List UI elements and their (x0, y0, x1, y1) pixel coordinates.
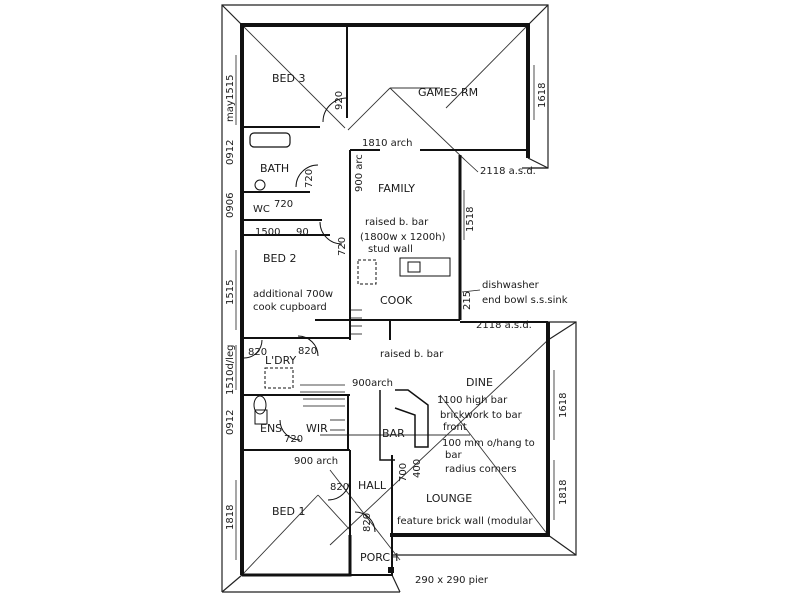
note-feature-wall: feature brick wall (modular (397, 516, 533, 527)
dim-door-bed2: 720 (337, 237, 348, 256)
dim-robe-1500: 1500 (255, 227, 280, 238)
note-cupboard-1: additional 700w (253, 289, 333, 300)
dim-robe-90: 90 (296, 227, 309, 238)
room-label-laundry: L'DRY (265, 354, 297, 367)
hip-lines (241, 24, 549, 576)
dim-door-ldry-1: 820 (248, 347, 267, 358)
note-900-arch-hall: 900arch (352, 378, 393, 389)
dim-door-ens: 720 (284, 434, 303, 445)
note-bar: bar (445, 450, 462, 461)
note-asd-dine: 2118 a.s.d. (476, 320, 532, 331)
dim-games: 1618 (537, 83, 548, 108)
room-label-dine: DINE (466, 376, 493, 389)
dim-door-wc: 720 (274, 199, 293, 210)
dim-bath: 0912 (225, 140, 236, 165)
room-label-ens: ENS (260, 422, 282, 435)
note-raised-bar-dine: raised b. bar (380, 349, 444, 360)
pier-marker (388, 567, 394, 573)
note-high-bar: 1100 high bar (437, 395, 508, 406)
room-label-porch: PORCH (360, 551, 398, 564)
dim-wc: 0906 (225, 193, 236, 218)
dim-door-ldry-2: 820 (298, 346, 317, 357)
room-label-cook: COOK (380, 294, 413, 307)
room-label-bed3: BED 3 (272, 72, 305, 85)
note-overhang: 100 mm o/hang to (442, 438, 535, 449)
dim-cook-215: 215 (462, 291, 473, 310)
note-dishwasher: dishwasher (482, 280, 540, 291)
walls (240, 23, 550, 577)
dim-bed2: 1515 (225, 280, 236, 305)
room-label-bed1: BED 1 (272, 505, 305, 518)
note-stud-wall: stud wall (368, 244, 413, 255)
note-radius: radius corners (445, 464, 516, 475)
room-label-hall: HALL (358, 479, 387, 492)
dim-may: may (225, 100, 236, 122)
dim-lounge: 1818 (558, 480, 569, 505)
room-label-bed2: BED 2 (263, 252, 296, 265)
dim-ens: 0912 (225, 410, 236, 435)
dim-door-bed3: 920 (334, 91, 345, 110)
dim-bed3: 1515 (225, 75, 236, 100)
dim-bar-700: 700 (398, 463, 409, 482)
note-asd-top: 2118 a.s.d. (480, 166, 536, 177)
note-900-arc: 900 arc (354, 154, 365, 192)
dimension-lines (235, 55, 555, 560)
note-cupboard-2: cook cupboard (253, 302, 327, 313)
note-900-arch-bed1: 900 arch (294, 456, 338, 467)
room-label-bath: BATH (260, 162, 289, 175)
note-front: front (443, 422, 467, 433)
note-bar-size: (1800w x 1200h) (360, 232, 446, 243)
room-label-wir: WIR (306, 422, 328, 435)
note-brickwork: brickwork to bar (440, 410, 523, 421)
room-label-lounge: LOUNGE (426, 492, 472, 505)
note-sink: end bowl s.s.sink (482, 295, 568, 306)
room-label-family: FAMILY (378, 182, 415, 195)
dim-bed1: 1818 (225, 505, 236, 530)
dim-door-bed1: 820 (330, 482, 349, 493)
dim-laundry: 1510d/leg (225, 345, 236, 395)
note-1810-arch: 1810 arch (362, 138, 412, 149)
roof-outline (221, 4, 577, 593)
dim-door-porch: 820 (362, 513, 373, 532)
room-label-games: GAMES RM (418, 86, 478, 99)
room-label-bar: BAR (382, 427, 405, 440)
dim-dine: 1618 (558, 393, 569, 418)
dim-family: 1518 (465, 207, 476, 232)
dim-door-bath: 720 (304, 169, 315, 188)
note-pier: 290 x 290 pier (415, 575, 489, 586)
note-raised-bar: raised b. bar (365, 217, 429, 228)
room-label-wc: WC (253, 204, 270, 215)
dim-bar-400: 400 (412, 459, 423, 478)
